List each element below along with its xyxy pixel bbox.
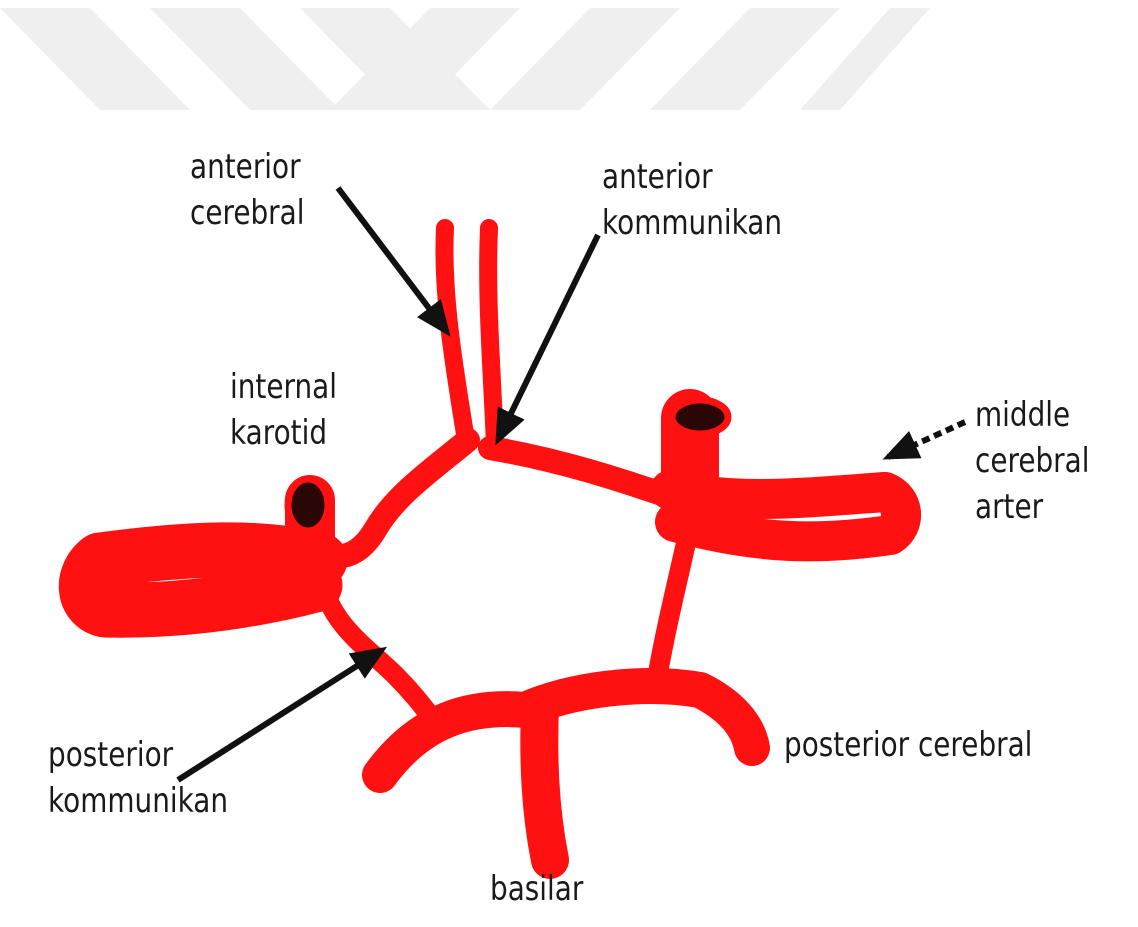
label-line: kommunikan xyxy=(602,200,782,246)
label-line: kommunikan xyxy=(48,778,228,824)
label-line: cerebral xyxy=(190,190,304,236)
label-line: anterior xyxy=(602,154,782,200)
label-anterior-communicating: anterior kommunikan xyxy=(602,154,782,246)
label-line: basilar xyxy=(490,866,583,912)
arrow-anterior-communicating xyxy=(498,235,598,440)
posterior-cerebral-arch xyxy=(380,686,752,775)
left-carotid-opening xyxy=(288,479,328,531)
anterior-cerebral-right xyxy=(488,228,495,445)
label-line: anterior xyxy=(190,144,304,190)
right-carotid-opening xyxy=(672,400,728,434)
anterior-cerebral-left xyxy=(444,228,466,440)
label-line: karotid xyxy=(230,410,337,456)
right-middle-cerebral xyxy=(670,490,901,541)
left-middle-cerebral xyxy=(86,550,320,610)
posterior-communicating-right xyxy=(655,525,690,690)
label-internal-carotid: internal karotid xyxy=(230,364,337,456)
label-anterior-cerebral: anterior cerebral xyxy=(190,144,304,236)
label-posterior-cerebral: posterior cerebral xyxy=(784,722,1032,768)
label-line: arter xyxy=(975,484,1089,530)
anterior-cerebral-left-trunk xyxy=(320,440,468,557)
label-line: internal xyxy=(230,364,337,410)
label-posterior-communicating: posterior kommunikan xyxy=(48,732,228,824)
label-line: cerebral xyxy=(975,438,1089,484)
label-basilar: basilar xyxy=(490,866,583,912)
label-middle-cerebral: middle cerebral arter xyxy=(975,392,1089,530)
arrow-anterior-cerebral xyxy=(338,188,447,332)
label-line: posterior cerebral xyxy=(784,722,1032,768)
label-line: middle xyxy=(975,392,1089,438)
basilar-artery xyxy=(539,705,550,860)
watermark-stripes xyxy=(0,8,930,110)
arrow-middle-cerebral xyxy=(888,422,965,457)
label-line: posterior xyxy=(48,732,228,778)
